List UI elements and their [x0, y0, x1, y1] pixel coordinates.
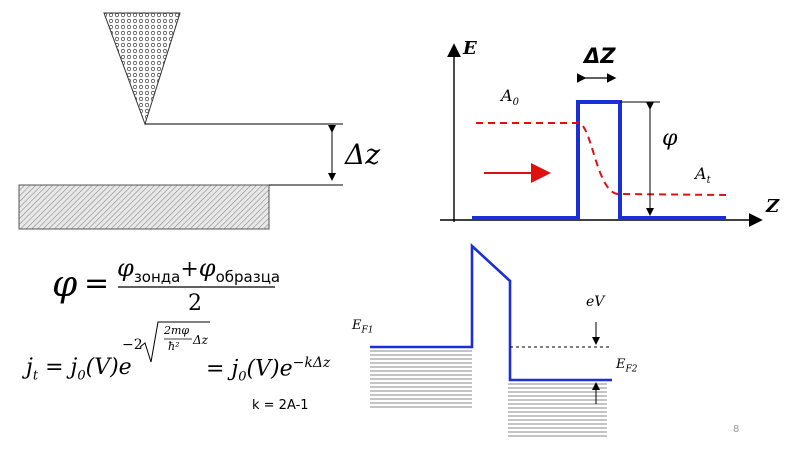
- formula-root-tail: Δz: [193, 333, 208, 347]
- potential-barrier: [472, 100, 726, 220]
- bias-label: eV: [586, 294, 605, 310]
- k-definition: k = 2A-1: [252, 398, 309, 413]
- fermi-level-1-label: EF1: [352, 318, 374, 336]
- left-electrode-hatch: [370, 350, 472, 408]
- probe-tip: [103, 12, 181, 126]
- fermi-level-2-label: EF2: [616, 357, 638, 375]
- formula-current: jt = j0(V)e: [26, 355, 132, 384]
- formula-root-denominator: ħ²: [168, 340, 180, 353]
- sample-slab: [18, 184, 270, 230]
- formula-denominator: 2: [188, 291, 202, 316]
- incident-amplitude-label: A0: [501, 86, 519, 109]
- gap-label: Δz: [345, 138, 380, 171]
- formula-exponent-prefix: −2: [122, 337, 143, 353]
- band-profile: [370, 243, 612, 382]
- formula-equals: =: [84, 266, 110, 301]
- energy-axis-label: E: [463, 38, 477, 59]
- formula-root-numerator: 2mφ: [164, 324, 190, 337]
- wave-amplitude: [476, 122, 727, 196]
- formula-current-rhs: = j0(V)e−kΔz: [206, 355, 331, 385]
- formula-phi-symbol: φ: [52, 264, 78, 305]
- formula-numerator: φзонда+φобразца: [117, 254, 281, 286]
- right-electrode-hatch: [508, 383, 607, 437]
- barrier-height-label: φ: [662, 126, 678, 151]
- barrier-width-label: ΔZ: [584, 44, 616, 68]
- page-number: 8: [733, 424, 740, 435]
- transmitted-amplitude-label: At: [695, 164, 711, 187]
- z-axis-label: Z: [766, 196, 780, 217]
- radical-sign: [139, 321, 210, 363]
